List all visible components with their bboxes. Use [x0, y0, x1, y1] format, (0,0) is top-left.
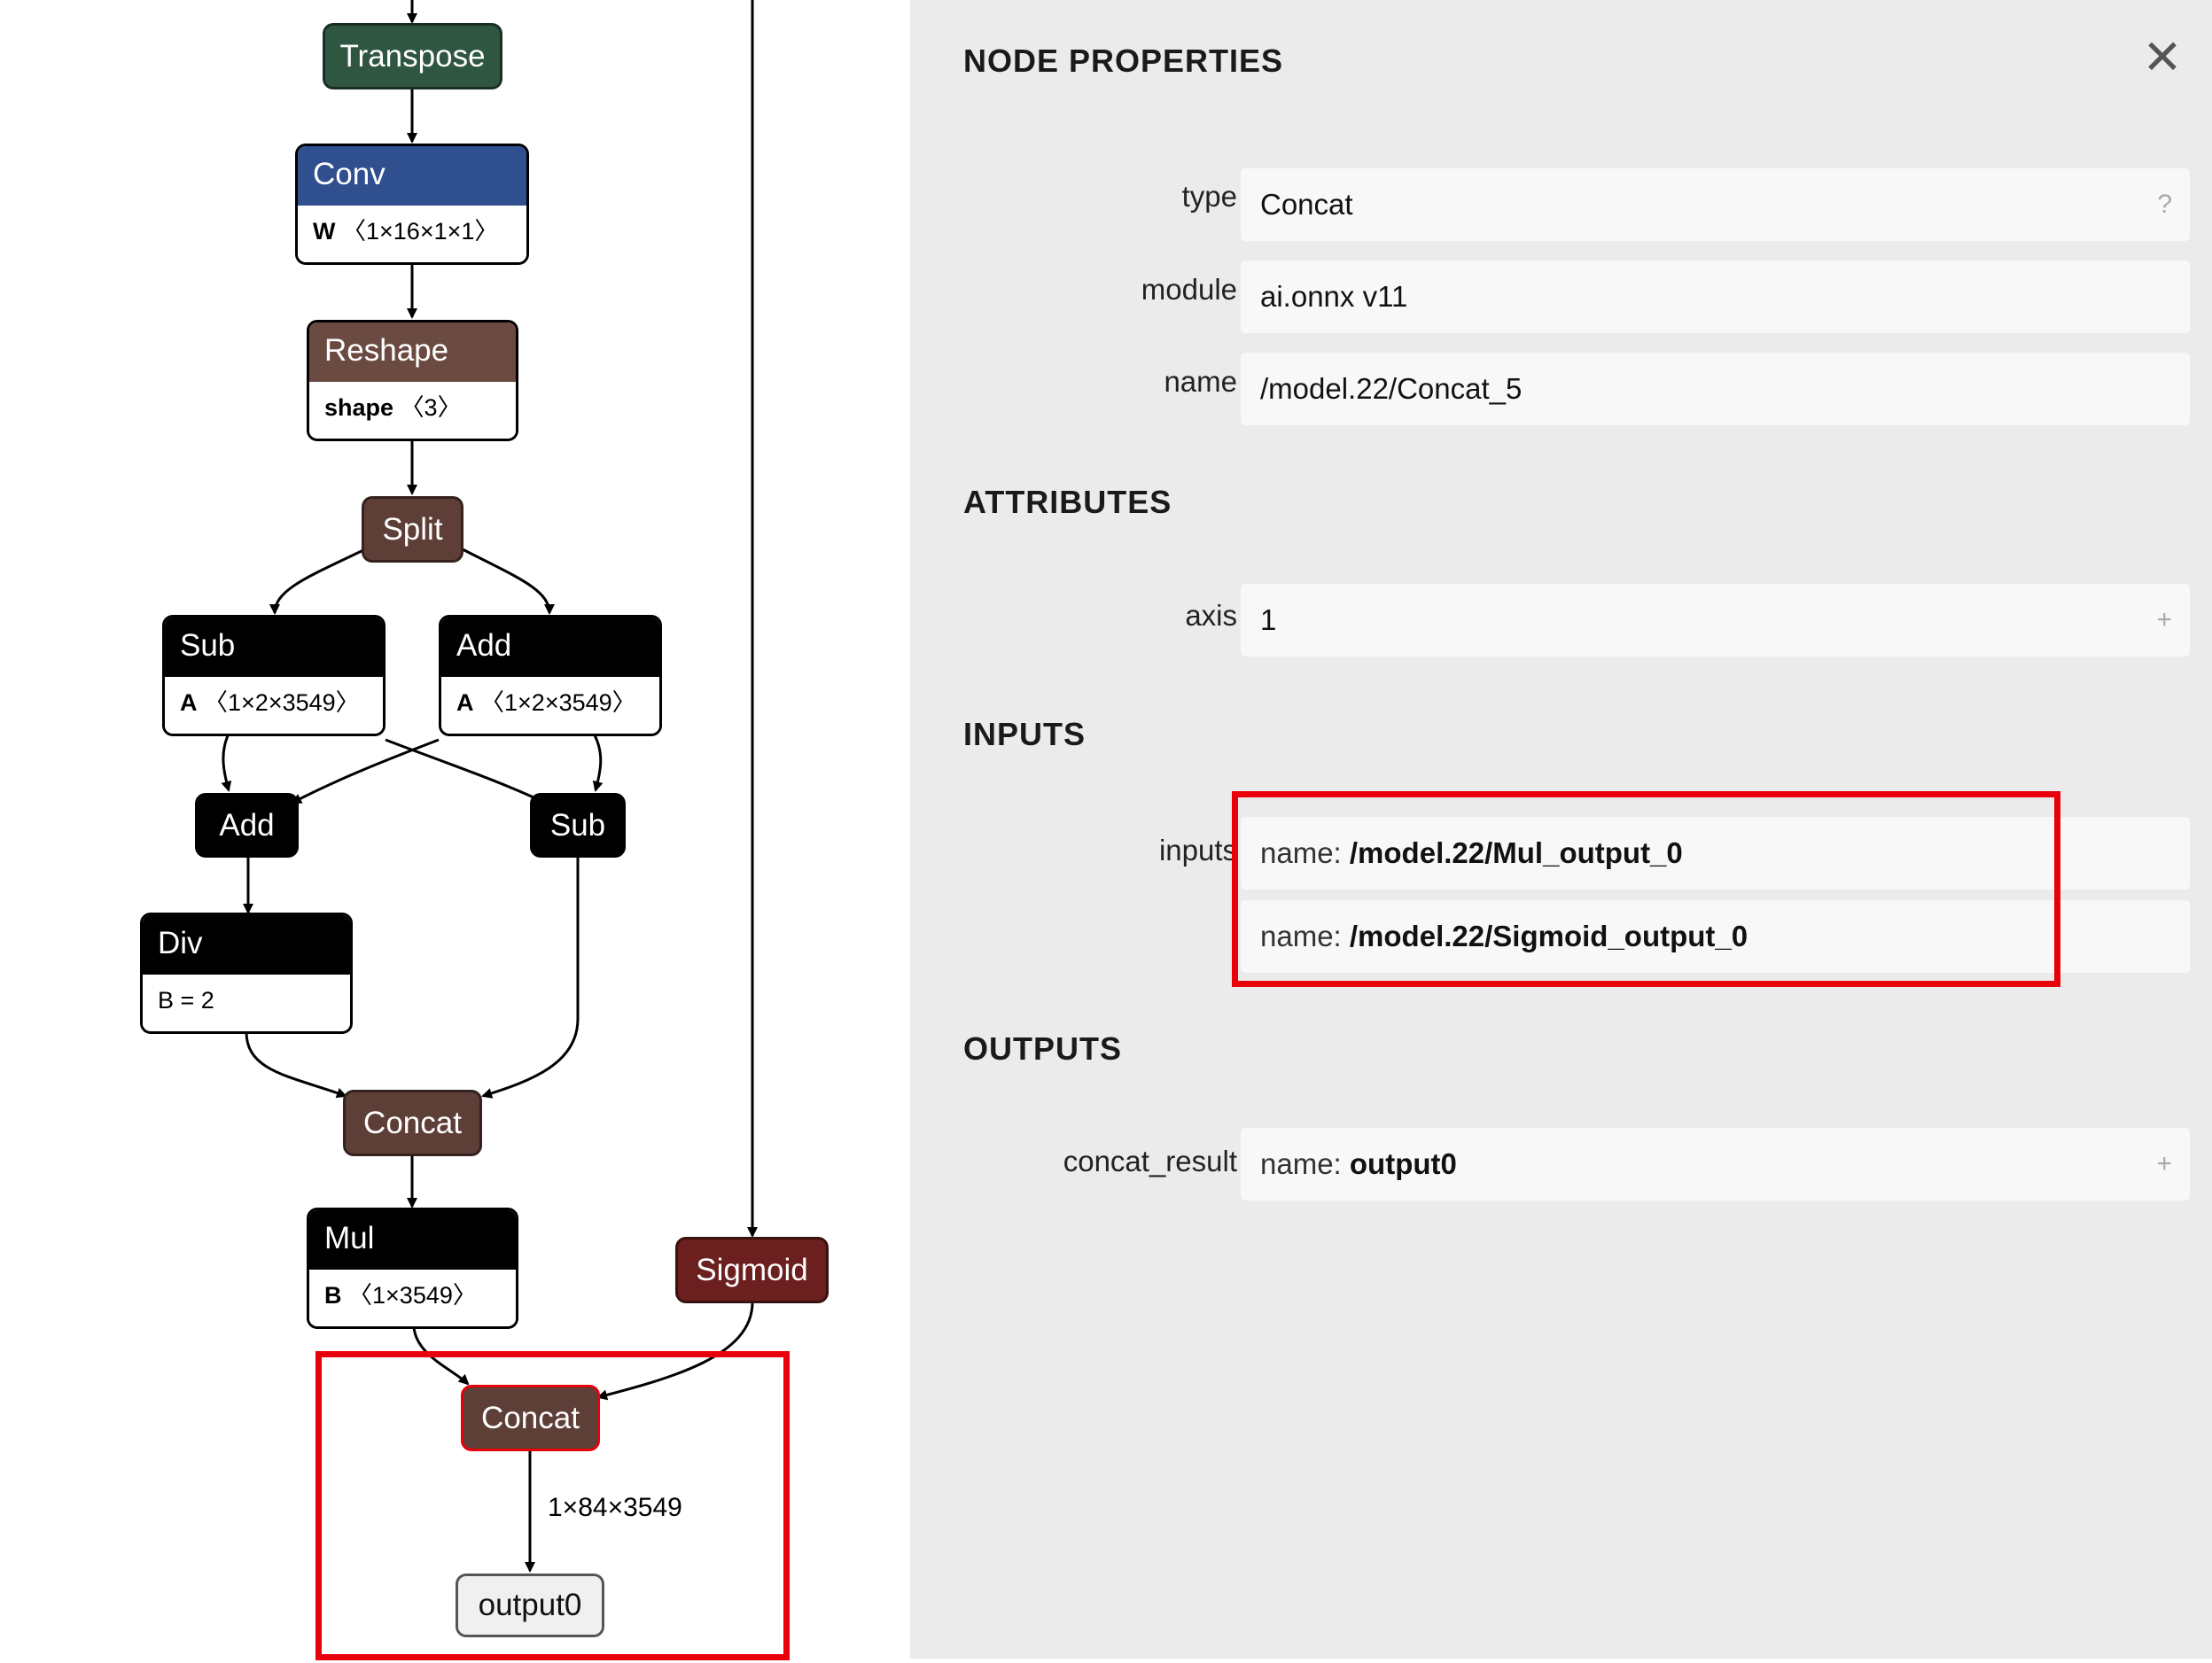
- attributes-title: ATTRIBUTES: [963, 484, 1172, 520]
- node-concat-a[interactable]: Concat: [343, 1090, 482, 1156]
- edge-sub-concat: [481, 856, 580, 1099]
- node-add-a-header: Add: [441, 618, 659, 677]
- attr-value: 〈1×3549〉: [348, 1282, 477, 1309]
- inputs-title: INPUTS: [963, 716, 1087, 752]
- name-field: /model.22/Concat_5: [1241, 353, 2190, 425]
- node-sigmoid-label: Sigmoid: [696, 1253, 808, 1287]
- node-sigmoid[interactable]: Sigmoid: [675, 1237, 829, 1303]
- node-div-attr: B = 2: [143, 975, 350, 1030]
- node-add-a-attr: A 〈1×2×3549〉: [441, 677, 659, 732]
- name-label: name: [1164, 365, 1237, 398]
- edge-sub-add: [221, 733, 232, 792]
- attr-name: A: [456, 689, 474, 716]
- node-transpose[interactable]: Transpose: [323, 23, 502, 89]
- attr-value: 〈1×16×1×1〉: [342, 218, 499, 245]
- graph-canvas[interactable]: Transpose Conv W 〈1×16×1×1〉 Reshape shap…: [0, 0, 910, 1663]
- type-field[interactable]: Concat ?: [1241, 168, 2190, 241]
- edge-sub-sub: [385, 738, 547, 804]
- edge-split-sub: [269, 548, 366, 615]
- input-field-2[interactable]: name: /model.22/Sigmoid_output_0: [1241, 900, 2190, 973]
- properties-panel: NODE PROPERTIES ✕ type Concat ? module a…: [910, 0, 2212, 1659]
- node-output-label: output0: [478, 1588, 582, 1622]
- node-add-b[interactable]: Add: [195, 793, 299, 858]
- output-value: output0: [1349, 1147, 1457, 1180]
- axis-value: 1: [1260, 603, 1277, 636]
- inputs-label: inputs: [1158, 834, 1237, 866]
- edge-add-add: [291, 738, 440, 804]
- module-field: ai.onnx v11: [1241, 260, 2190, 333]
- node-conv-header: Conv: [298, 146, 526, 206]
- expand-icon[interactable]: +: [2156, 1149, 2172, 1178]
- attr-name: A: [180, 689, 198, 716]
- node-reshape-header: Reshape: [309, 322, 516, 382]
- highlight-box-graph: [315, 1351, 790, 1660]
- node-output[interactable]: output0: [456, 1574, 604, 1637]
- node-concat-b-label: Concat: [481, 1401, 580, 1435]
- edge-shape-label: 1×84×3549: [548, 1493, 682, 1522]
- axis-field[interactable]: 1 +: [1241, 584, 2190, 657]
- node-mul-header: Mul: [309, 1210, 516, 1270]
- outputs-title: OUTPUTS: [963, 1030, 1123, 1067]
- edge-add-sub: [592, 733, 604, 792]
- expand-icon[interactable]: +: [2156, 605, 2172, 634]
- node-transpose-label: Transpose: [339, 39, 486, 74]
- attr-value: 〈1×2×3549〉: [204, 689, 360, 716]
- panel-title: NODE PROPERTIES: [963, 43, 1284, 79]
- help-icon[interactable]: ?: [2157, 190, 2172, 219]
- module-value: ai.onnx v11: [1260, 280, 1408, 313]
- edge-split-add: [462, 548, 555, 615]
- output-prefix: name:: [1260, 1147, 1350, 1180]
- node-add-b-label: Add: [219, 808, 275, 843]
- node-add-a[interactable]: Add A 〈1×2×3549〉: [439, 615, 662, 736]
- attr-name: B: [324, 1282, 342, 1309]
- node-div[interactable]: Div B = 2: [140, 913, 353, 1034]
- edge-mul-concat: [412, 1326, 470, 1386]
- input-prefix: name:: [1260, 920, 1350, 952]
- close-icon[interactable]: ✕: [2142, 31, 2183, 84]
- node-sub-a[interactable]: Sub A 〈1×2×3549〉: [162, 615, 386, 736]
- axis-label: axis: [1185, 599, 1237, 632]
- node-sub-a-attr: A 〈1×2×3549〉: [165, 677, 383, 732]
- highlight-box-inputs: [1232, 791, 2060, 987]
- node-div-header: Div: [143, 915, 350, 975]
- node-sub-b[interactable]: Sub: [530, 793, 626, 858]
- graph-edges: [221, 0, 758, 1573]
- type-value: Concat: [1260, 188, 1353, 221]
- type-label: type: [1181, 180, 1237, 213]
- output-field[interactable]: name: output0 +: [1241, 1128, 2190, 1201]
- node-mul[interactable]: Mul B 〈1×3549〉: [307, 1208, 518, 1329]
- input-field-1[interactable]: name: /model.22/Mul_output_0: [1241, 817, 2190, 890]
- input-value: /model.22/Sigmoid_output_0: [1349, 920, 1749, 952]
- attr-name: shape: [324, 394, 394, 421]
- module-label: module: [1141, 273, 1237, 306]
- input-prefix: name:: [1260, 836, 1350, 869]
- node-concat-a-label: Concat: [363, 1106, 462, 1140]
- node-sub-a-header: Sub: [165, 618, 383, 677]
- node-split-label: Split: [382, 512, 443, 547]
- input-value: /model.22/Mul_output_0: [1349, 836, 1683, 869]
- name-value: /model.22/Concat_5: [1260, 372, 1523, 405]
- attr-name: W: [313, 218, 336, 245]
- edge-div-concat: [245, 1031, 347, 1099]
- node-split[interactable]: Split: [362, 496, 463, 563]
- node-reshape-attr: shape 〈3〉: [309, 382, 516, 437]
- attr-value: 〈3〉: [400, 394, 462, 421]
- node-conv-attr: W 〈1×16×1×1〉: [298, 206, 526, 260]
- node-reshape[interactable]: Reshape shape 〈3〉: [307, 320, 518, 441]
- node-mul-attr: B 〈1×3549〉: [309, 1270, 516, 1325]
- outputs-label: concat_result: [1063, 1145, 1237, 1177]
- node-concat-b[interactable]: Concat: [461, 1385, 600, 1451]
- attr-value: 〈1×2×3549〉: [480, 689, 636, 716]
- node-sub-b-label: Sub: [549, 808, 606, 843]
- node-conv[interactable]: Conv W 〈1×16×1×1〉: [295, 144, 529, 265]
- edge-sigmoid-concat: [596, 1302, 754, 1401]
